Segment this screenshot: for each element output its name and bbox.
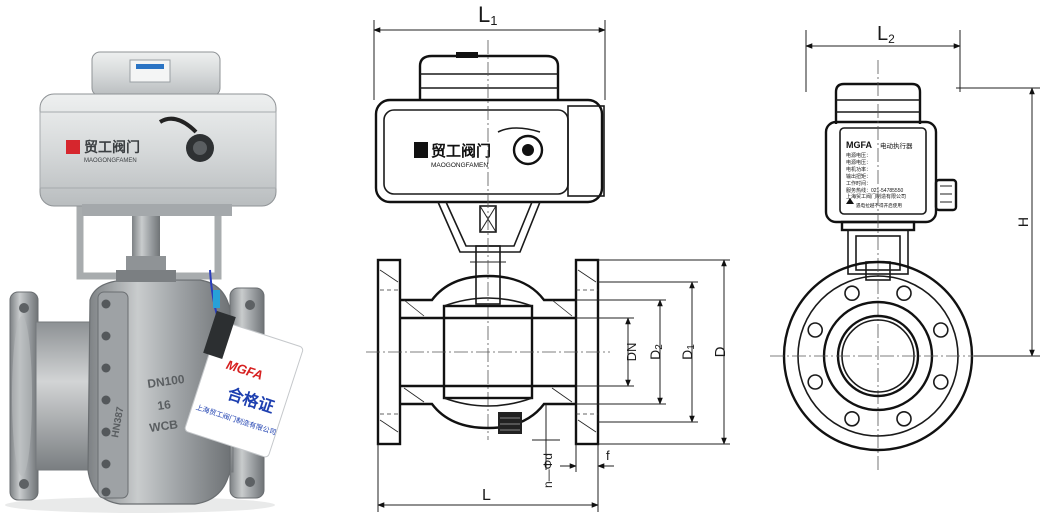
photo-brand-en: MAOGONGFAMEN (84, 158, 137, 164)
product-photo: DN100 16 WCB HN387 贸工阀门 MAOGONGFAMEN (5, 51, 304, 513)
bolt-hole (896, 285, 912, 302)
front-drain-bolt (498, 412, 522, 434)
front-indicator-window (512, 134, 544, 166)
body-cast-text-1: DN100 (146, 372, 185, 391)
dim-f-label: f (606, 448, 610, 463)
bolt-hole (896, 410, 912, 427)
dim-D2-label: D2 (647, 344, 665, 360)
plate-row: 工作时间： (846, 180, 871, 187)
photo-brand-cn: 贸工阀门 (84, 139, 140, 155)
front-actuator-housing (374, 98, 604, 204)
dim-L2-label: L2 (877, 23, 895, 46)
plate-brand: MGFA (846, 140, 872, 150)
dim-L1-label: L1 (478, 2, 497, 28)
bolt-hole (932, 322, 949, 338)
dim-D-label: D (712, 346, 729, 357)
plate-row: 电机功率： (846, 166, 871, 173)
bolt-hole (807, 322, 824, 338)
side-bracket (847, 229, 909, 275)
photo-certificate-tag: MGFA 合格证 上海贸工阀门制造有限公司 (184, 310, 304, 458)
dim-DN-label: DN (624, 343, 639, 362)
plate-warning: 遇电拉越不得开启使用 (856, 202, 902, 209)
front-body-top (400, 274, 576, 302)
front-section-view: L1 贸工阀门 MAOGONGFAMEN (366, 2, 730, 512)
bolt-hole (844, 285, 860, 302)
photo-actuator: 贸工阀门 MAOGONGFAMEN (39, 51, 277, 216)
front-brand-en: MAOGONGFAMEN (431, 162, 488, 169)
dim-bolts-label: n—Φd (541, 453, 555, 488)
plate-row: 输出扭矩： (846, 173, 871, 180)
neck-cast-text: HN387 (110, 406, 126, 439)
side-cable-gland (934, 178, 958, 212)
front-actuator-cap (418, 54, 560, 100)
front-logo-mark (414, 142, 428, 158)
plate-row: 服务热线：021-54785550 (846, 187, 903, 194)
front-body-bottom (400, 402, 576, 430)
bolt-hole (844, 410, 860, 427)
bolt-hole (932, 374, 949, 390)
front-brand-cn: 贸工阀门 (431, 142, 491, 160)
side-view: L2 MGFA 电动执行器 电源电压：电源电压：电机功率：输出扭矩：工作时间：服… (770, 23, 1040, 470)
photo-logo-mark (66, 140, 80, 154)
side-nameplate (839, 127, 927, 215)
body-cast-text-3: WCB (148, 417, 179, 435)
photo-valve-body: DN100 16 WCB HN387 (87, 279, 231, 505)
plate-company: 上海贸工阀门制造有限公司 (846, 193, 906, 200)
dim-H-label: H (1015, 217, 1031, 227)
body-cast-text-2: 16 (156, 397, 171, 413)
bolt-hole (807, 374, 824, 390)
dim-L-label: L (482, 487, 491, 504)
dim-D1-label: D1 (679, 344, 697, 360)
plate-row: 电源电压： (846, 152, 871, 159)
front-bracket (437, 201, 541, 253)
side-bolt-holes (807, 285, 949, 427)
photo-left-flange (9, 291, 97, 501)
plate-title: 电动执行器 (880, 141, 913, 150)
plate-row: 电源电压： (846, 159, 871, 166)
